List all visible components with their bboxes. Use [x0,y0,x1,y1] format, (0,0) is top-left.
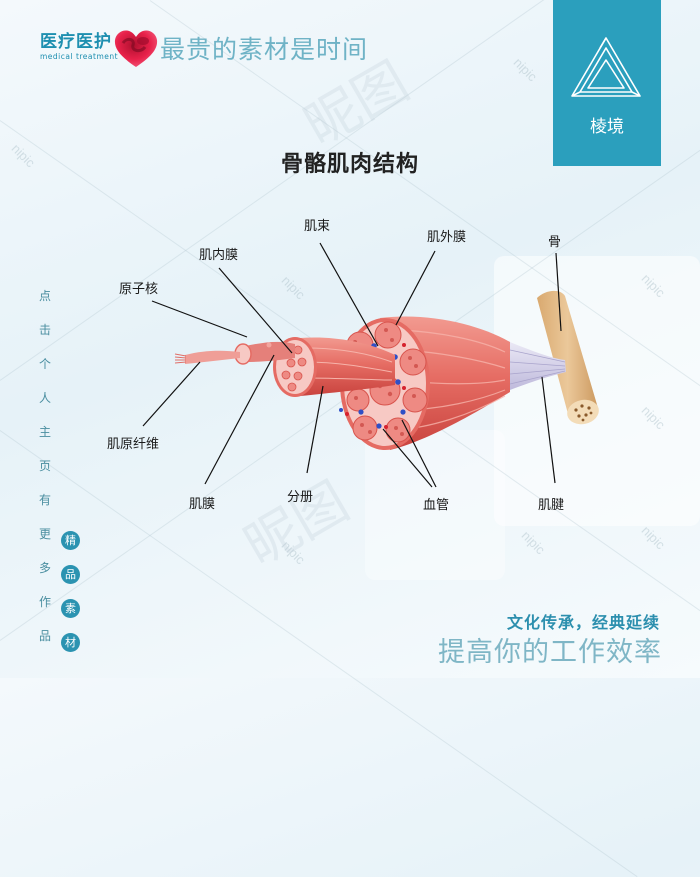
bone-shape [537,290,599,425]
promo-char: 多 [38,561,51,575]
promo-char: 人 [38,391,51,405]
promo-char: 品 [38,629,51,643]
promo-char: 主 [38,425,51,439]
penrose-triangle-icon [571,37,641,97]
background-panel [365,430,505,580]
brand-logo: 医疗医护 medical treatment [40,32,118,62]
promo-char: 点 [38,289,51,303]
label-fascicle: 肌束 [304,219,331,234]
promo-char: 作 [38,595,51,609]
label-tendon: 肌腱 [538,498,565,513]
label-bone: 骨 [548,235,562,250]
label-myofibril: 肌原纤维 [107,437,160,452]
muscle-structure-illustration [142,242,599,488]
heart-icon [114,30,158,68]
label-blood-vessel: 血管 [423,498,450,513]
slogan: 最贵的素材是时间 [160,35,369,64]
promo-char: 更 [38,527,51,541]
myofibril [174,350,240,364]
logo-english: medical treatment [40,52,119,61]
footer-tagline: 文化传承，经典延续 [506,613,660,632]
background-panel [494,256,700,526]
circle-badge: 素 [61,599,80,618]
promo-char: 击 [38,323,51,337]
tendon-shape [505,340,566,392]
circle-badge: 材 [61,633,80,652]
promo-char: 个 [38,357,51,371]
label-sarcolemma: 肌膜 [189,497,216,512]
label-nucleus: 原子核 [119,282,159,297]
fascicle-bundle [273,337,395,397]
leader-lines [142,242,562,488]
promo-char: 页 [38,459,51,473]
promo-char: 有 [38,493,51,507]
diagram-title: 骨骼肌肉结构 [280,152,419,177]
logo-chinese: 医疗医护 [40,32,112,52]
vertical-promo-text: 点 击 个 人 主 页 有 更 多 作 品 [38,287,52,661]
circle-badge: 品 [61,565,80,584]
label-perimysium: 分册 [287,490,314,505]
muscle-fiber [234,341,295,365]
circle-badge: 精 [61,531,80,550]
brand-label: 棱境 [590,117,624,137]
brand-badge: 棱境 [553,0,661,166]
footer-slogan: 提高你的工作效率 [438,637,662,668]
label-epimysium: 肌外膜 [427,230,467,245]
quality-badges: 精 品 素 材 [61,531,80,667]
label-endomysium: 肌内膜 [199,248,239,263]
